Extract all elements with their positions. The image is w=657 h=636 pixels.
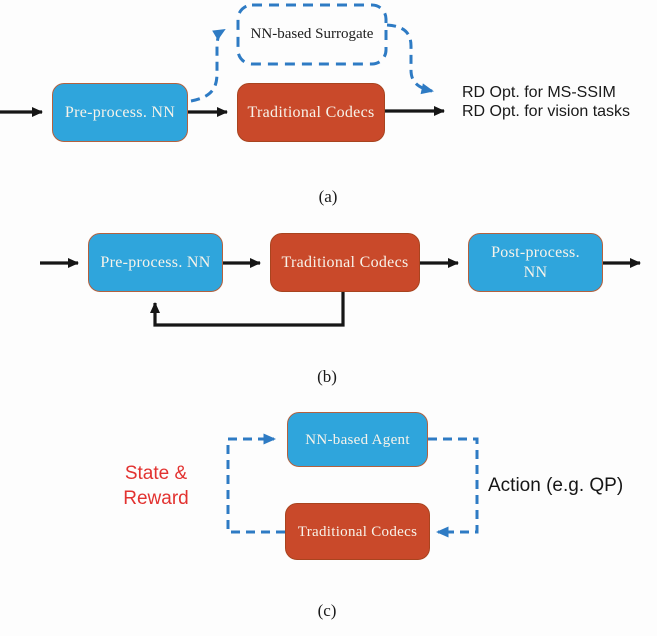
dashed-arrow-pre-to-surrogate	[190, 28, 226, 103]
arrow-b-feedback-loop	[150, 292, 345, 327]
nn-surrogate-label: NN-based Surrogate	[250, 26, 374, 42]
traditional-codecs-label-a: Traditional Codecs	[247, 103, 375, 121]
subfigure-label-a: (a)	[318, 187, 338, 206]
state-reward-label: State & Reward	[106, 461, 206, 511]
traditional-codecs-label-b: Traditional Codecs	[281, 253, 409, 271]
traditional-codecs-box-b: Traditional Codecs	[270, 233, 420, 292]
traditional-codecs-box-c: Traditional Codecs	[285, 503, 430, 560]
preprocess-nn-box-a: Pre-process. NN	[52, 83, 188, 142]
postprocess-nn-box-b: Post-process. NN	[468, 233, 603, 292]
preprocess-nn-box-b: Pre-process. NN	[88, 233, 223, 292]
traditional-codecs-box-a: Traditional Codecs	[237, 83, 385, 142]
subfigure-label-b: (b)	[317, 367, 337, 386]
preprocess-nn-label-a: Pre-process. NN	[64, 103, 176, 121]
nn-surrogate-box: NN-based Surrogate	[238, 5, 386, 64]
rd-opt-msssim-label: RD Opt. for MS-SSIM	[462, 84, 616, 101]
postprocess-nn-label-line1: Post-process.	[491, 244, 580, 262]
state-reward-line2: Reward	[123, 488, 189, 509]
preprocess-nn-label-b: Pre-process. NN	[100, 253, 211, 271]
action-qp-label: Action (e.g. QP)	[488, 475, 624, 496]
traditional-codecs-label-c: Traditional Codecs	[297, 523, 418, 540]
postprocess-nn-label-line2: NN	[523, 263, 548, 281]
state-reward-line1: State &	[124, 463, 188, 484]
dashed-arrow-codec-to-agent	[226, 433, 285, 534]
rd-optimization-targets: RD Opt. for MS-SSIM RD Opt. for vision t…	[462, 83, 630, 121]
dashed-arrow-surrogate-to-output	[386, 23, 434, 95]
dashed-arrow-agent-to-codec	[428, 437, 479, 538]
subfigure-label-c: (c)	[317, 601, 337, 620]
nn-agent-label-c: NN-based Agent	[305, 431, 410, 448]
nn-agent-box-c: NN-based Agent	[287, 412, 428, 467]
rd-opt-vision-label: RD Opt. for vision tasks	[462, 103, 631, 120]
